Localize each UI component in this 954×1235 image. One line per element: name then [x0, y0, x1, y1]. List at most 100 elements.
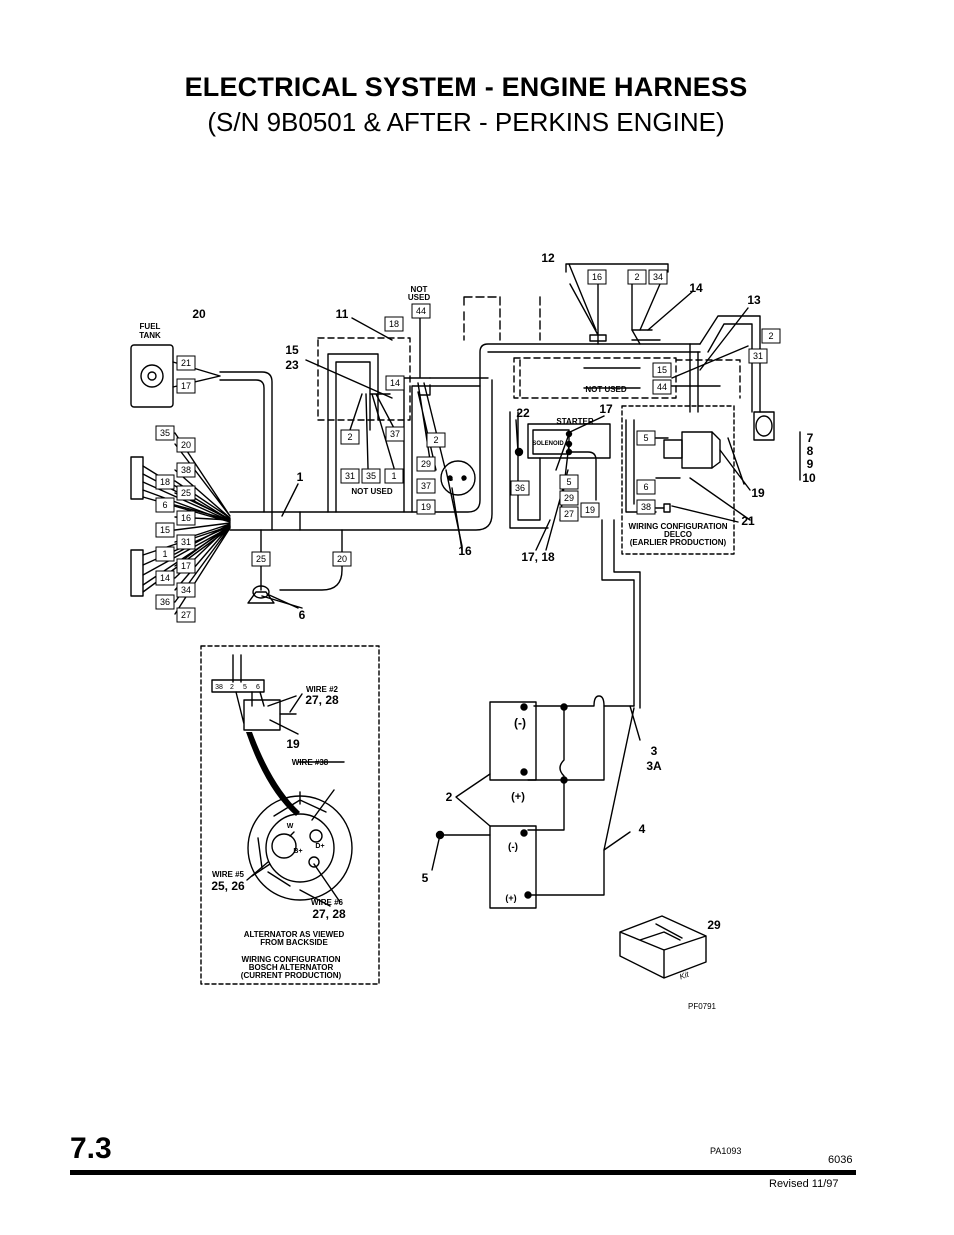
svg-text:35: 35: [366, 471, 376, 481]
callout-7: 7: [807, 431, 814, 445]
wire-label: 16: [176, 510, 196, 526]
footer-revised: Revised 11/97: [769, 1178, 839, 1190]
wire-label: 36: [155, 594, 175, 610]
wire-label: 25: [251, 551, 271, 567]
wire-label: 27: [559, 506, 579, 522]
bosch-strip-label: 2: [230, 684, 234, 691]
callout-11: 11: [336, 307, 349, 321]
svg-text:29: 29: [421, 459, 431, 469]
wire-label: 18: [384, 316, 404, 332]
bosch-strip-label: 38: [215, 684, 223, 691]
wire-label: 44: [411, 303, 431, 319]
wire-label: 15: [155, 522, 175, 538]
callout-23: 23: [285, 358, 299, 372]
battery-lower-pos-label: (+): [505, 893, 516, 903]
wire-label: 2: [627, 269, 647, 285]
svg-text:34: 34: [181, 585, 191, 595]
wire-label: 2: [761, 328, 781, 344]
kit-box: [619, 915, 707, 979]
terminal-w-label: W: [287, 823, 294, 830]
page-title: ELECTRICAL SYSTEM - ENGINE HARNESS: [184, 72, 748, 102]
svg-text:18: 18: [160, 477, 170, 487]
svg-text:2: 2: [634, 272, 639, 282]
svg-text:37: 37: [390, 429, 400, 439]
battery-upper-pos-label: (+): [511, 791, 525, 803]
callout-27-28-b: 27, 28: [312, 907, 346, 921]
svg-text:19: 19: [421, 502, 431, 512]
wire-label: 31: [748, 348, 768, 364]
callout-27-28-a: 27, 28: [305, 693, 339, 707]
svg-text:2: 2: [433, 435, 438, 445]
callout-2: 2: [446, 790, 453, 804]
svg-text:29: 29: [564, 493, 574, 503]
svg-text:27: 27: [564, 509, 574, 519]
ground-bar: [589, 334, 607, 342]
svg-text:38: 38: [641, 502, 651, 512]
wire-label: 35: [361, 468, 381, 484]
svg-text:18: 18: [389, 319, 399, 329]
wire-label: 34: [176, 582, 196, 598]
wire-label: 44: [652, 379, 672, 395]
footer-rule: [70, 1170, 856, 1175]
svg-text:31: 31: [181, 537, 191, 547]
kit-label: Kit: [678, 970, 691, 982]
svg-text:44: 44: [657, 382, 667, 392]
wire-label: 37: [416, 478, 436, 494]
wire-label: 1: [155, 546, 175, 562]
callout-17-18: 17, 18: [521, 550, 555, 564]
wire-label: 36: [510, 480, 530, 496]
callout-25-26: 25, 26: [211, 879, 245, 893]
svg-text:5: 5: [643, 433, 648, 443]
solenoid-label: SOLENOID: [532, 441, 564, 447]
svg-text:20: 20: [337, 554, 347, 564]
wire-label: 27: [176, 607, 196, 623]
svg-text:21: 21: [181, 358, 191, 368]
callout-5: 5: [422, 871, 429, 885]
svg-text:35: 35: [160, 428, 170, 438]
callout-29: 29: [707, 918, 721, 932]
svg-text:17: 17: [181, 561, 191, 571]
svg-text:1: 1: [391, 471, 396, 481]
wire6-label: WIRE #6: [311, 898, 344, 907]
wire5-label: WIRE #5: [212, 870, 245, 879]
delco-alternator-plug: [681, 431, 713, 469]
callout-9: 9: [807, 457, 814, 471]
wire-label: 20: [176, 437, 196, 453]
terminal-b-label: B+: [293, 848, 302, 855]
wire-label: 20: [332, 551, 352, 567]
wire-label: 2: [426, 432, 446, 448]
callout-14: 14: [689, 281, 703, 295]
svg-text:36: 36: [160, 597, 170, 607]
svg-text:6: 6: [162, 500, 167, 510]
bosch-strip-label: 6: [256, 684, 260, 691]
callout-19: 19: [751, 486, 765, 500]
callout-20: 20: [192, 307, 206, 321]
fuel-sender-gauge: [140, 364, 164, 388]
callout-21: 21: [741, 514, 755, 528]
callout-3a: 3A: [646, 759, 662, 773]
callout-22: 22: [516, 406, 530, 420]
wire-label: 5: [636, 430, 656, 446]
svg-text:36: 36: [515, 483, 525, 493]
wire-label: 34: [648, 269, 668, 285]
wire-label: 2: [340, 429, 360, 445]
callout-3: 3: [651, 744, 658, 758]
svg-text:16: 16: [592, 272, 602, 282]
svg-text:14: 14: [160, 573, 170, 583]
battery-lower: [489, 825, 537, 909]
svg-text:14: 14: [390, 378, 400, 388]
callout-17: 17: [599, 402, 613, 416]
wire-label: 37: [385, 426, 405, 442]
wire-label: 18: [155, 474, 175, 490]
wire38-label: WIRE #38: [292, 758, 329, 767]
wire-label: 6: [636, 479, 656, 495]
wire-label: 38: [176, 462, 196, 478]
svg-text:37: 37: [421, 481, 431, 491]
callout-6: 6: [299, 608, 306, 622]
wire2-label: WIRE #2: [306, 685, 339, 694]
wire-label: 16: [587, 269, 607, 285]
wire-label: 35: [155, 425, 175, 441]
